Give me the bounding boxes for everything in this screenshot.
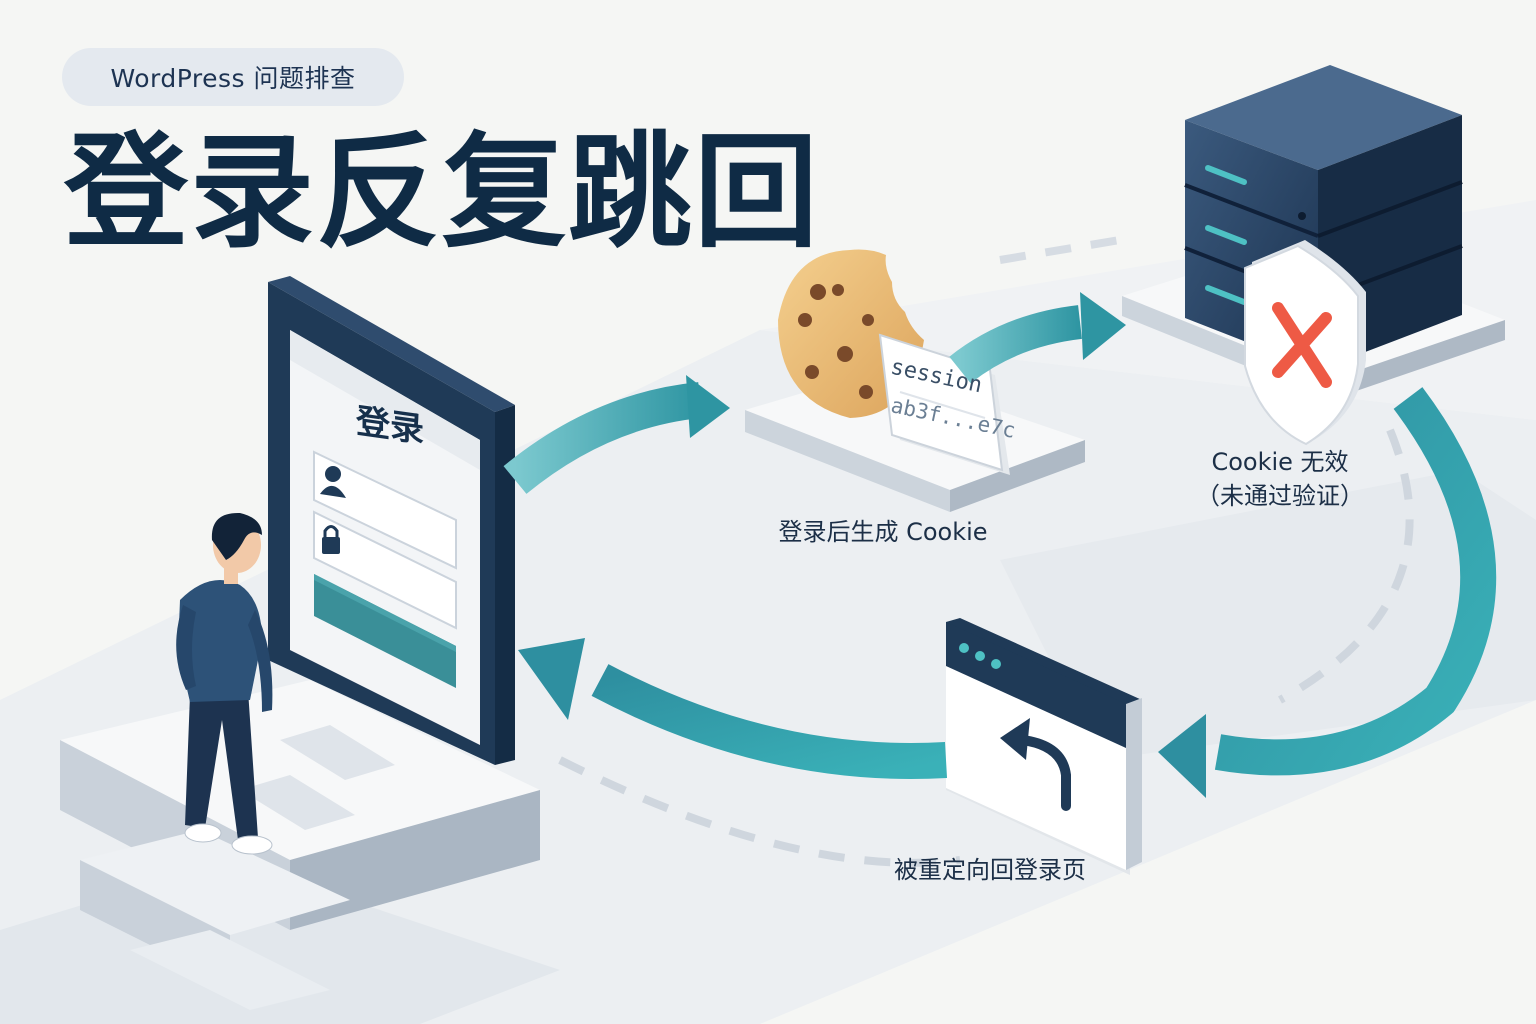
browser-window-icon (946, 618, 1142, 875)
dashed-path-2 (999, 236, 1121, 264)
shield-x-icon (1244, 240, 1366, 446)
arrow-to-cookie (503, 375, 730, 494)
step-label-cookie-created: 登录后生成 Cookie (778, 518, 988, 546)
step-label-cookie-invalid: Cookie 无效 （未通过验证） (1150, 446, 1410, 513)
username-field[interactable] (313, 450, 457, 570)
dashed-path (558, 428, 1414, 867)
password-field[interactable] (313, 510, 457, 630)
login-submit-button[interactable] (314, 574, 456, 688)
step-label-redirected: 被重定向回登录页 (894, 856, 1086, 884)
page-title: 登录反复跳回 (64, 121, 821, 265)
user-platform (60, 680, 540, 1010)
person-figure (176, 512, 273, 855)
arrow-to-redirect (1158, 387, 1497, 798)
cookie-invalid-line2: （未通过验证） (1196, 481, 1364, 510)
topic-tag: WordPress 问题排查 (62, 48, 404, 106)
lock-icon (322, 525, 340, 554)
back-arrow-icon (1000, 718, 1071, 811)
arrow-to-server (949, 292, 1126, 384)
arrow-to-login (518, 638, 948, 779)
user-icon (320, 466, 346, 498)
floor-tiles (240, 725, 395, 830)
cookie-invalid-line1: Cookie 无效 (1211, 448, 1349, 476)
